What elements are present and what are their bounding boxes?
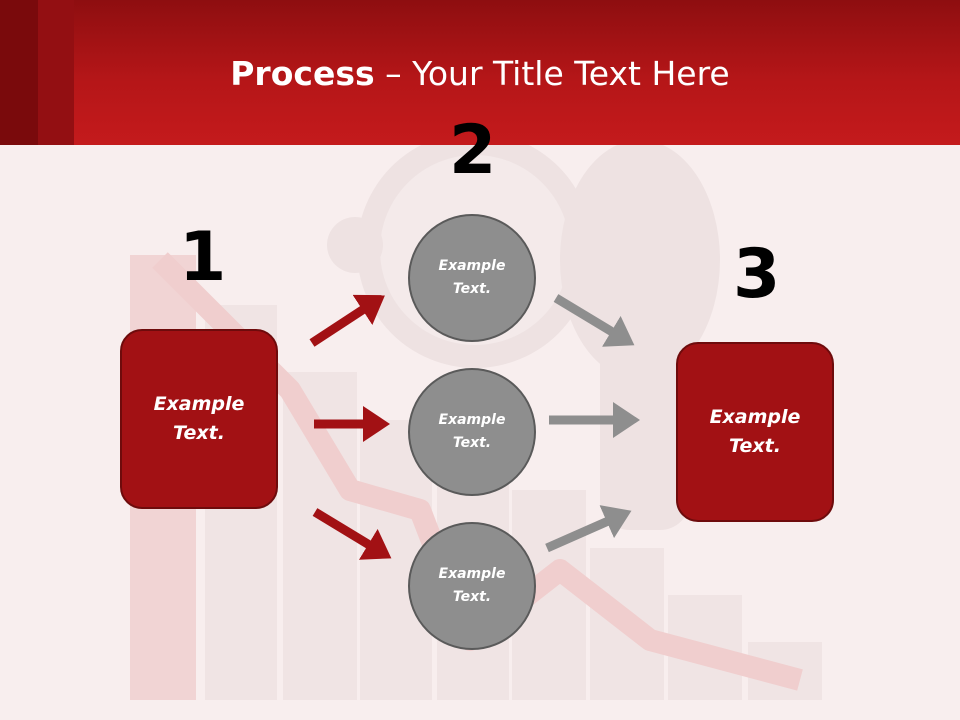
arrow-right-down-icon [553, 294, 635, 347]
header-accent-strip [38, 0, 74, 145]
circle-text: Example Text. [438, 566, 506, 605]
circle-text: Example Text. [438, 412, 506, 451]
step-3-number[interactable]: 3 [733, 235, 781, 314]
step-2-circle-2[interactable]: Example Text. [408, 368, 536, 496]
step-2-number[interactable]: 2 [449, 111, 497, 190]
arrow-right-down-icon [312, 508, 392, 560]
step-3-box[interactable]: Example Text. [676, 342, 834, 522]
step-1-box[interactable]: Example Text. [120, 329, 278, 509]
step-1-text: Example Text. [153, 393, 245, 444]
title-rest: – Your Title Text Here [374, 54, 730, 93]
header-accent-strip [0, 0, 38, 145]
step-1-number[interactable]: 1 [179, 218, 227, 297]
title-bar: Process – Your Title Text Here [0, 0, 960, 145]
arrow-right-up-icon [309, 294, 386, 347]
arrow-right-up-icon [545, 505, 632, 553]
step-2-circle-3[interactable]: Example Text. [408, 522, 536, 650]
title-bold: Process [230, 54, 375, 93]
slide-title[interactable]: Process – Your Title Text Here [0, 52, 960, 96]
step-3-text: Example Text. [709, 406, 801, 457]
step-2-circle-1[interactable]: Example Text. [408, 214, 536, 342]
circle-text: Example Text. [438, 258, 506, 297]
